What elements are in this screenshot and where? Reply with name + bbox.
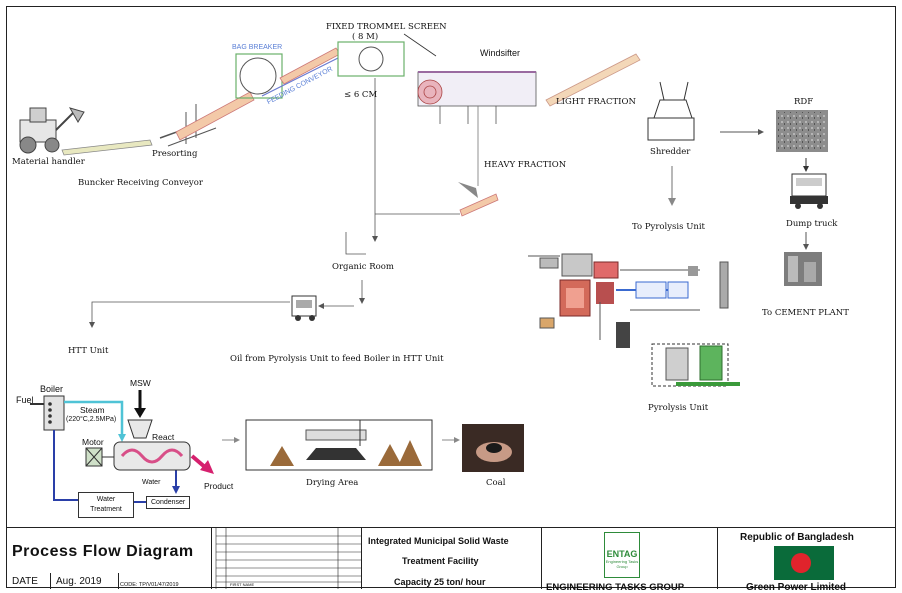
diagram-title: Process Flow Diagram [12,543,194,561]
coal-label: Coal [486,478,505,488]
msw-label: MSW [130,378,151,388]
pyrolysis-unit-label: Pyrolysis Unit [648,403,708,413]
entag-logo: ENTAG Engineering Tasks Group [604,532,640,578]
feeding-conveyor-1 [176,92,254,140]
heavy-fraction-conveyor [460,194,498,216]
bag-breaker-label: BAG BREAKER [232,44,282,51]
material-handler-icon [20,108,84,153]
presorting-label: Presorting [152,149,197,159]
date-value: Aug. 2019 [56,576,102,587]
trommel-size-label: ( 8 M) [352,32,378,42]
steam-spec-label: (220°C,2.5MPa) [66,416,116,423]
water-treatment-box: Water Treatment [78,492,134,518]
bag-breaker-icon [236,54,282,98]
material-handler-label: Material handler [12,157,85,167]
bangladesh-flag [774,546,834,580]
windsifter-icon [418,72,536,124]
project-line2: Treatment Facility [402,556,479,566]
condenser-box: Condenser [146,496,190,509]
title-cell: Process Flow Diagram DATE Aug. 2019 CODE… [6,528,212,589]
htt-truck-icon [292,296,316,321]
company-cell: ENTAG Engineering Tasks Group ENGINEERIN… [542,528,718,589]
country-name: Republic of Bangladesh [740,532,854,543]
htt-unit-label: HTT Unit [68,346,108,356]
shredder-icon [648,82,694,140]
title-block: Process Flow Diagram DATE Aug. 2019 CODE… [6,527,896,589]
rdf-label: RDF [794,97,813,107]
project-line1: Integrated Municipal Solid Waste [368,536,509,546]
steam-label: Steam [80,405,105,415]
organic-room-label: Organic Room [332,262,394,272]
logo-text: ENTAG [605,549,639,559]
six-cm-label: ≤ 6 CM [344,90,377,100]
drying-area-label: Drying Area [306,478,358,488]
windsifter-label: Windsifter [480,48,520,58]
to-pyrolysis-label: To Pyrolysis Unit [632,222,705,232]
motor-label: Motor [82,437,104,447]
fuel-label: Fuel [16,395,34,405]
client-name: Green Power Limited [746,582,846,593]
receiving-conveyor [62,140,152,155]
heavy-fraction-label: HEAVY FRACTION [484,160,566,170]
logo-sub: Engineering Tasks Group [605,559,639,569]
shredder-label: Shredder [650,147,690,157]
product-label: Product [204,481,233,491]
drawing-code: CODE: TP/V01/47/2019 [120,582,179,588]
oil-from-pyrolysis-label: Oil from Pyrolysis Unit to feed Boiler i… [230,354,444,364]
bunker-conveyor-label: Buncker Receiving Conveyor [78,178,203,188]
water-label: Water [142,479,160,486]
pyrolysis-unit-schematic [520,250,740,390]
first-name-label: FIRST NAME [230,582,254,587]
drying-area-icon [246,420,432,470]
project-cell: Integrated Municipal Solid Waste Treatme… [362,528,542,589]
capacity-label: Capacity 25 ton/ hour [394,577,486,587]
boiler-label: Boiler [40,384,63,394]
htt-section [30,390,214,505]
client-cell: Republic of Bangladesh Green Power Limit… [718,528,896,589]
react-label: React [152,432,174,442]
to-cement-label: To CEMENT PLANT [762,308,849,318]
trommel-label: FIXED TROMMEL SCREEN [326,22,447,32]
date-label: DATE [12,576,38,587]
dump-truck-icon [790,174,828,209]
revision-table: FIRST NAME [212,528,362,589]
dump-truck-label: Dump truck [786,219,837,229]
company-name: ENGINEERING TASKS GROUP [546,582,684,593]
light-fraction-label: LIGHT FRACTION [556,97,636,107]
